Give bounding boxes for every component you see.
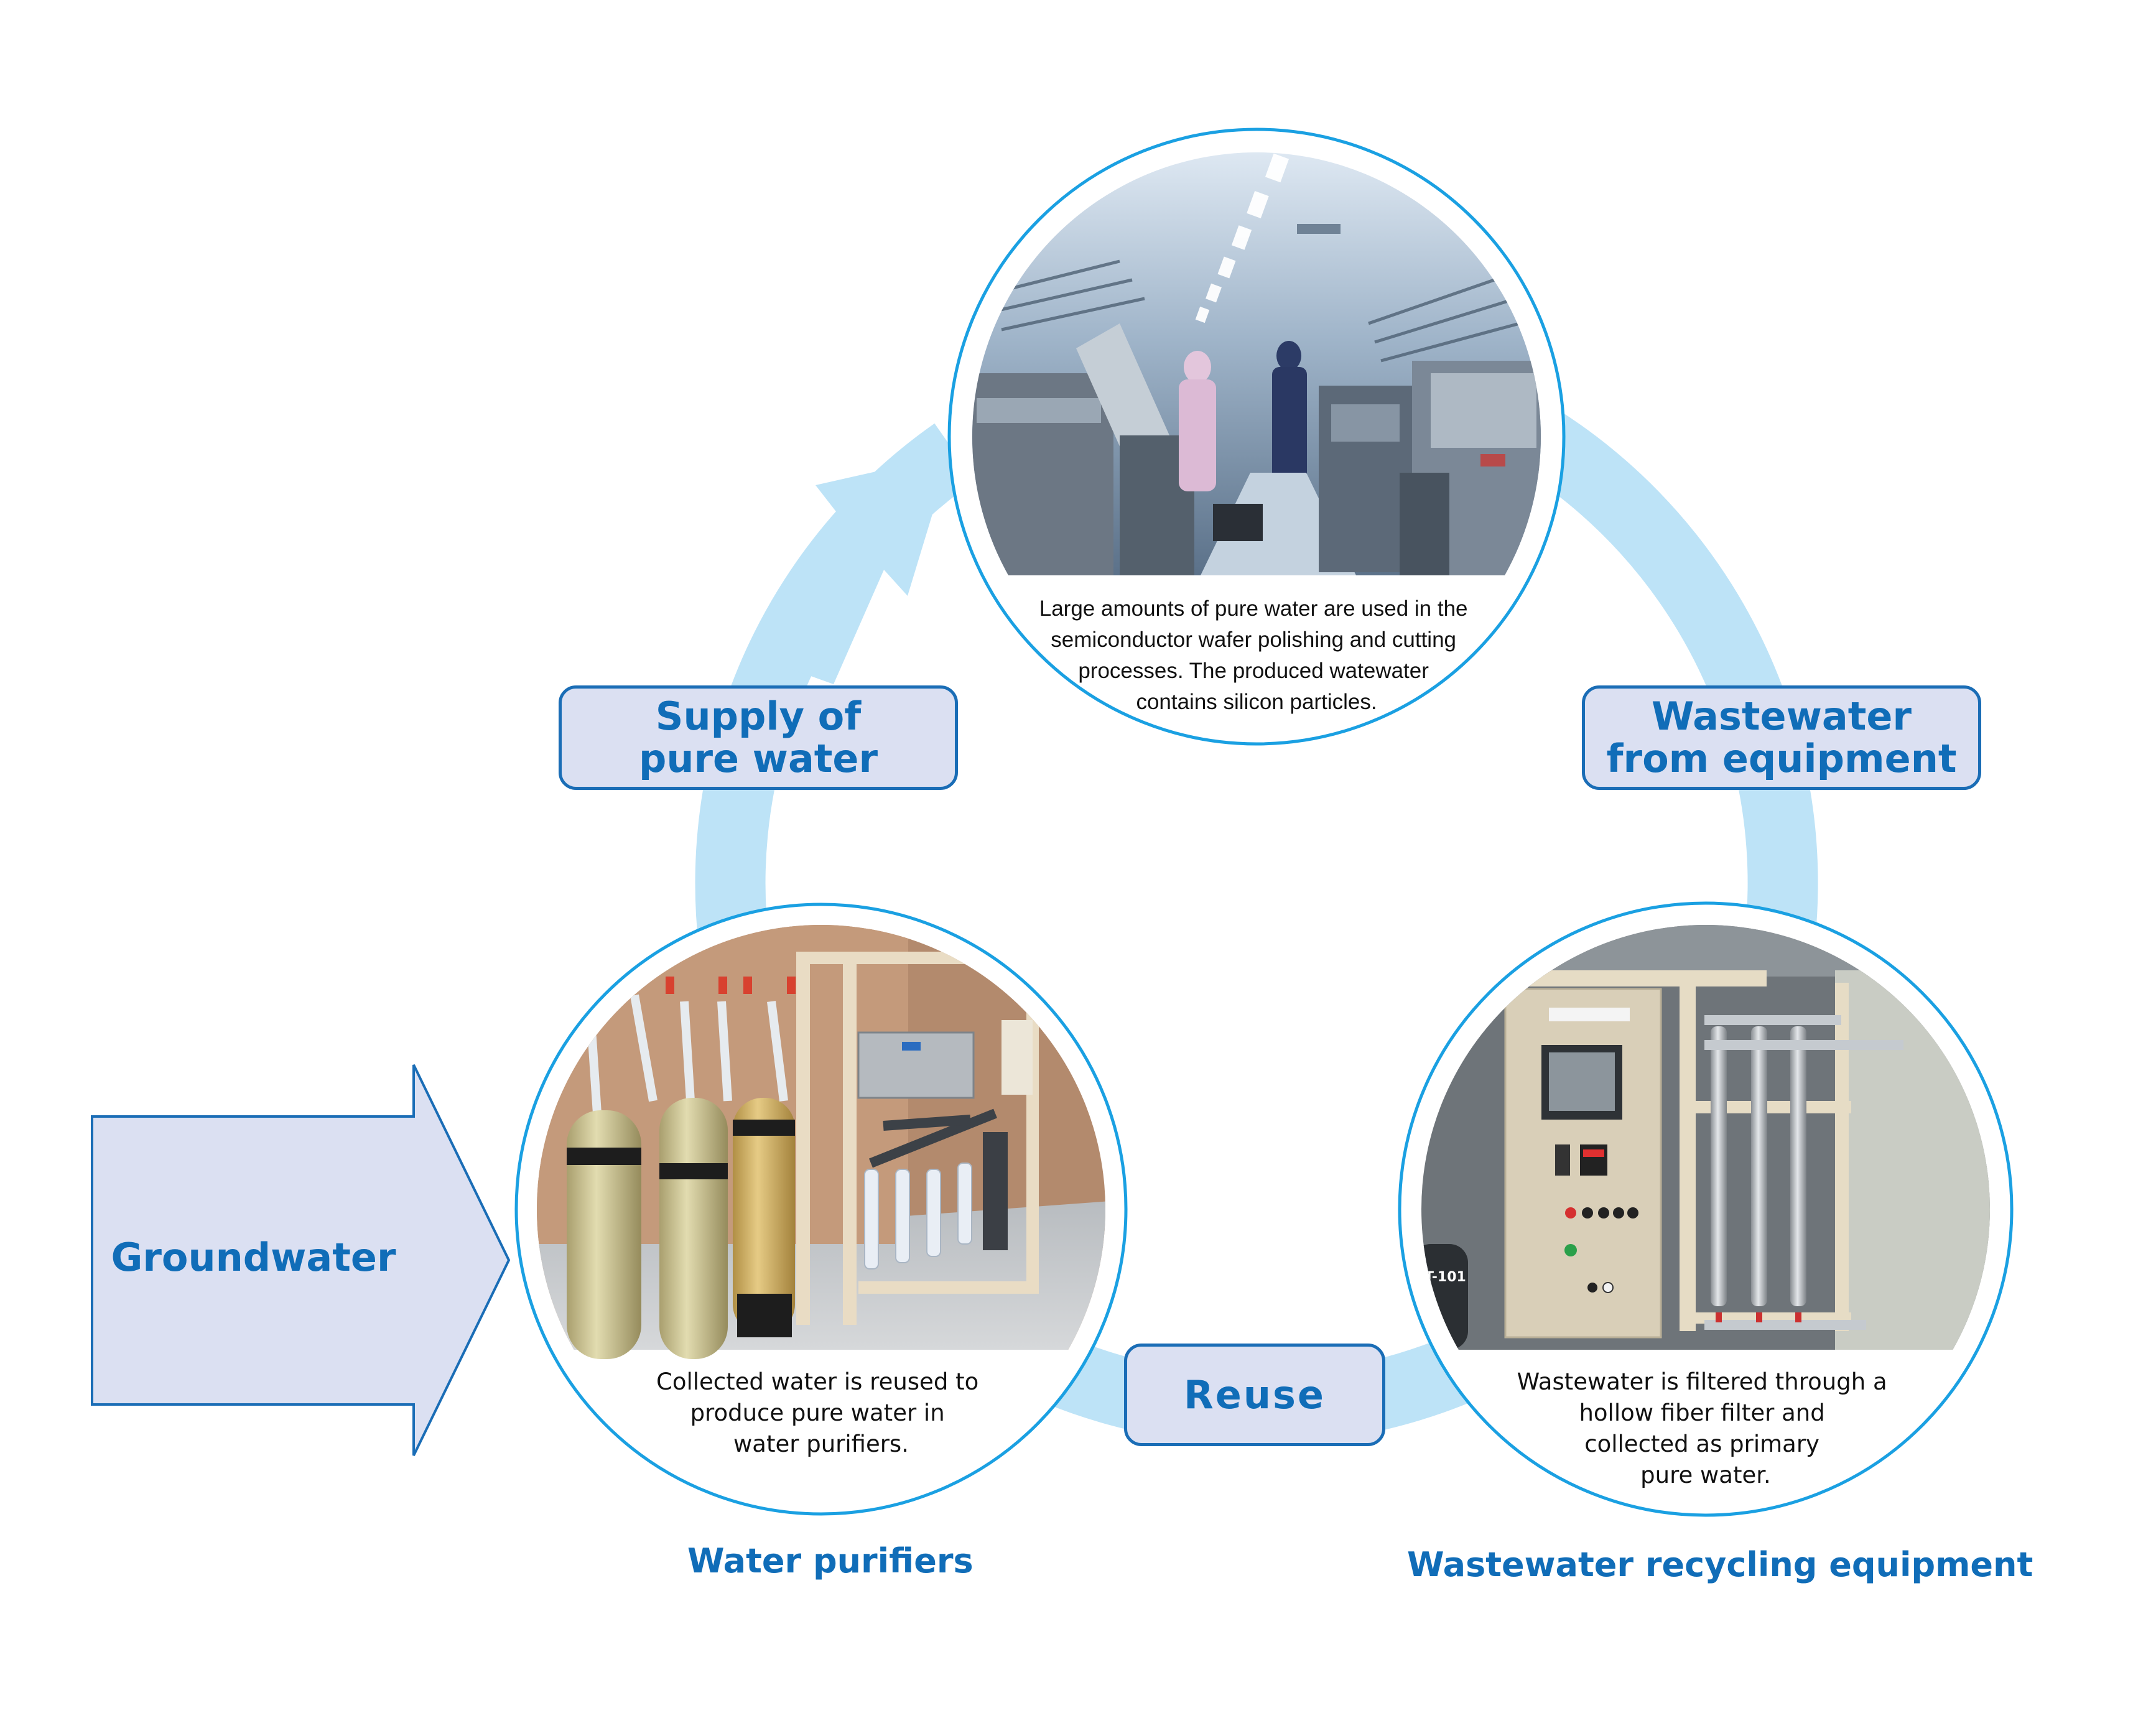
- purifiers-text-line: water purifiers.: [733, 1431, 909, 1457]
- cycle-ring-arrowhead: [746, 455, 950, 684]
- purifiers-text-line: Collected water is reused to: [656, 1368, 978, 1395]
- production-text: Large amounts of pure water are used in …: [1039, 596, 1474, 714]
- recycling-text-line: Wastewater is filtered through a: [1517, 1368, 1887, 1395]
- production-text-line: contains silicon particles.: [1136, 690, 1377, 714]
- reuse-label: Reuse: [1184, 1372, 1326, 1418]
- supply-of-pure-water-box: Supply of pure water: [559, 685, 958, 790]
- production-node: Large amounts of pure water are used in …: [947, 128, 1566, 746]
- wastewater-label-line2: from equipment: [1606, 736, 1957, 781]
- recycling-node: T-101: [1398, 901, 2014, 1517]
- production-text-line: semiconductor wafer polishing and cuttin…: [1051, 628, 1456, 652]
- recycling-text-line: pure water.: [1640, 1462, 1771, 1488]
- wastewater-recycling-caption: Wastewater recycling equipment: [1407, 1545, 2033, 1584]
- production-text-line: Large amounts of pure water are used in …: [1039, 596, 1468, 621]
- groundwater-arrow: [91, 1064, 511, 1456]
- supply-label-line1: Supply of: [655, 694, 862, 739]
- recycling-text-line: hollow fiber filter and: [1579, 1399, 1824, 1426]
- supply-label-line2: pure water: [638, 736, 878, 781]
- production-text-line: processes. The produced watewater: [1078, 659, 1429, 683]
- water-purifiers-caption: Water purifiers: [687, 1541, 974, 1581]
- reuse-box: Reuse: [1124, 1344, 1385, 1446]
- purifiers-node: Collected water is reused to produce pur…: [514, 903, 1128, 1516]
- purifiers-text-line: produce pure water in: [690, 1399, 945, 1426]
- purifiers-text: Collected water is reused to produce pur…: [656, 1368, 986, 1457]
- recycling-photo-tag: T-101: [1424, 1270, 1466, 1285]
- recycling-text: Wastewater is filtered through a hollow …: [1517, 1368, 1895, 1488]
- wastewater-label-line1: Wastewater: [1652, 694, 1912, 739]
- wastewater-from-equipment-box: Wastewater from equipment: [1582, 685, 1981, 790]
- groundwater-label: Groundwater: [111, 1235, 396, 1280]
- recycling-text-line: collected as primary: [1584, 1431, 1819, 1457]
